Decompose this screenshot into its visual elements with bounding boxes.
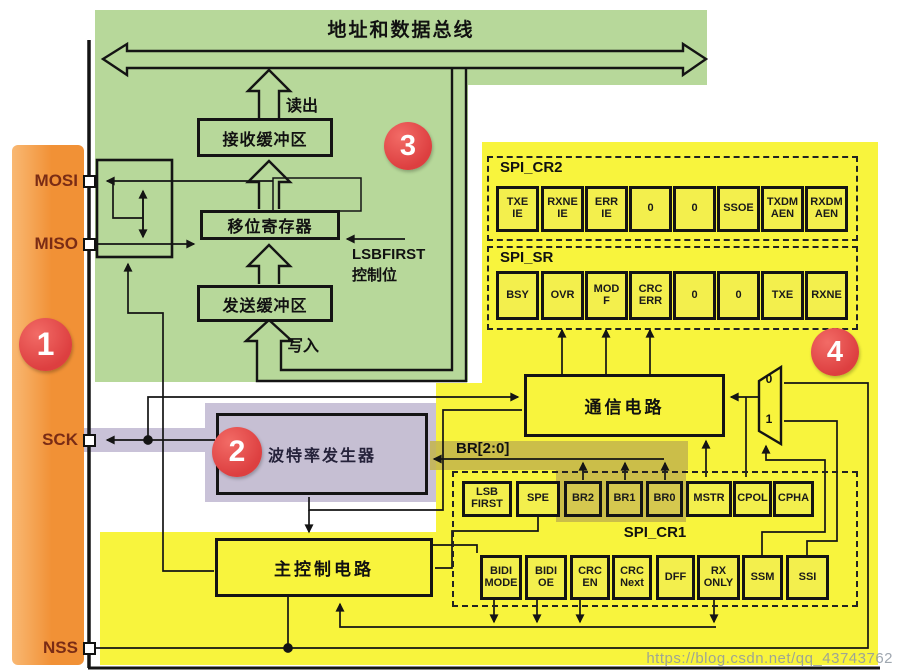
- register-bit-0: 0: [629, 186, 672, 232]
- communication-circuit-box: 通信电路: [524, 374, 725, 437]
- mosi-pin-label: MOSI: [34, 171, 78, 190]
- register-bit-crc-next: CRC Next: [612, 555, 652, 600]
- lsbfirst-cn-label: 控制位: [352, 267, 398, 284]
- register-bit-txe: TXE: [761, 271, 804, 320]
- bus-title: 地址和数据总线: [327, 20, 475, 41]
- badge-1: 1: [19, 318, 72, 371]
- mux-input1-label: 1: [765, 412, 773, 426]
- badge-3: 3: [384, 122, 432, 170]
- register-bit-ssi: SSI: [786, 555, 829, 600]
- mosi-pin: [83, 175, 96, 188]
- communication-circuit-label: 通信电路: [584, 398, 665, 417]
- shift-register-box: 移位寄存器: [200, 210, 340, 240]
- mux-input0-label: 0: [765, 372, 773, 386]
- baud-rate-generator-label: 波特率发生器: [267, 448, 376, 465]
- register-bit-crc-err: CRC ERR: [629, 271, 672, 320]
- register-bit-dff: DFF: [656, 555, 695, 600]
- pin-bar: [12, 145, 84, 665]
- miso-pin: [83, 238, 96, 251]
- register-bit-bidi-mode: BIDI MODE: [480, 555, 522, 600]
- write-label: 写入: [287, 338, 320, 355]
- register-bit-txe-ie: TXE IE: [496, 186, 539, 232]
- spi-cr2-group: [487, 156, 858, 241]
- nss-pin: [83, 642, 96, 655]
- br-highlight-band: [430, 441, 688, 470]
- miso-pin-label: MISO: [34, 234, 78, 253]
- register-bit-bidi-oe: BIDI OE: [525, 555, 567, 600]
- transmit-buffer-box: 发送缓冲区: [197, 285, 333, 322]
- receive-buffer-box: 接收缓冲区: [197, 118, 333, 157]
- shift-register-label: 移位寄存器: [227, 219, 313, 236]
- register-bit-ovr: OVR: [541, 271, 584, 320]
- register-bit-rxdm-aen: RXDM AEN: [805, 186, 848, 232]
- register-bit-rxne: RXNE: [805, 271, 848, 320]
- register-bit-mstr: MSTR: [686, 481, 732, 517]
- sck-pin: [83, 434, 96, 447]
- read-label: 读出: [286, 98, 319, 115]
- receive-buffer-label: 接收缓冲区: [222, 131, 308, 149]
- register-bit-lsb-first: LSB FIRST: [462, 481, 512, 517]
- register-bit-0: 0: [673, 271, 716, 320]
- br-bus-label: BR[2:0]: [456, 440, 510, 457]
- spi-sr-name: SPI_SR: [500, 249, 554, 266]
- register-bit-bsy: BSY: [496, 271, 539, 320]
- register-bit-br0: BR0: [646, 481, 683, 517]
- badge-4: 4: [811, 328, 859, 376]
- main-control-circuit-label: 主控制电路: [274, 560, 374, 579]
- sck-pin-label: SCK: [42, 430, 78, 449]
- transmit-buffer-label: 发送缓冲区: [222, 297, 308, 315]
- spi-cr2-name: SPI_CR2: [500, 159, 563, 176]
- register-bit-br2: BR2: [564, 481, 602, 517]
- lsbfirst-label: LSBFIRST: [352, 246, 426, 263]
- spi-cr1-group: [452, 471, 858, 607]
- nss-pin-label: NSS: [43, 638, 78, 657]
- register-bit-txdm-aen: TXDM AEN: [761, 186, 804, 232]
- register-bit-rxne-ie: RXNE IE: [541, 186, 584, 232]
- badge-2: 2: [212, 427, 262, 477]
- watermark: https://blog.csdn.net/qq_43743762: [646, 650, 893, 667]
- register-bit-err-ie: ERR IE: [585, 186, 628, 232]
- register-bit-spe: SPE: [516, 481, 560, 517]
- register-bit-crc-en: CRC EN: [570, 555, 610, 600]
- spi-cr1-name: SPI_CR1: [623, 524, 687, 541]
- register-bit-mod-f: MOD F: [585, 271, 628, 320]
- register-bit-ssoe: SSOE: [717, 186, 760, 232]
- register-bit-rx-only: RX ONLY: [697, 555, 740, 600]
- spi-sr-group: [487, 246, 858, 330]
- register-bit-0: 0: [717, 271, 760, 320]
- main-control-circuit-box: 主控制电路: [215, 538, 433, 597]
- register-bit-br1: BR1: [606, 481, 643, 517]
- register-bit-cpol: CPOL: [733, 481, 772, 517]
- register-bit-0: 0: [673, 186, 716, 232]
- register-bit-cpha: CPHA: [773, 481, 814, 517]
- register-bit-ssm: SSM: [742, 555, 783, 600]
